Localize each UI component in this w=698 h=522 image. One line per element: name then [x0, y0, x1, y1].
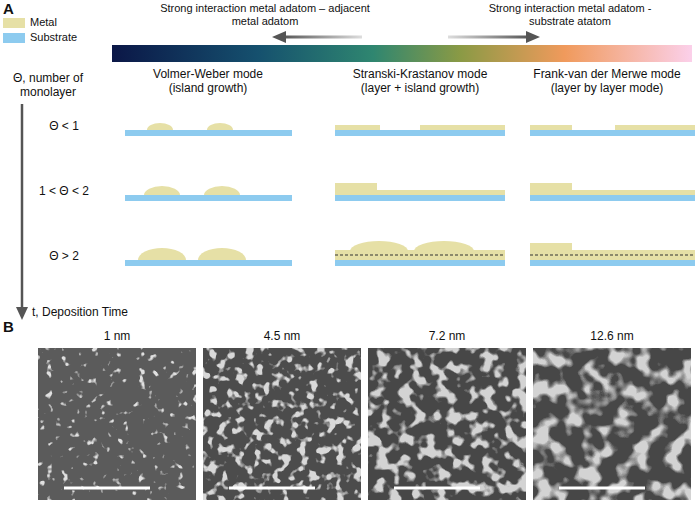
frank-van-der-merwe-illustration-part: [530, 255, 695, 256]
thickness-label: 1 nm: [77, 330, 157, 344]
sem-images-part: [533, 348, 691, 500]
legend-text: Metal: [30, 16, 110, 29]
coverage-label: Θ > 2: [29, 250, 99, 264]
interaction-arrows-part: [272, 31, 286, 43]
legend-swatch: [3, 18, 25, 28]
frank-van-der-merwe-illustration-part: [615, 125, 695, 130]
volmer-weber-illustration: [125, 123, 292, 266]
volmer-weber-illustration-part: [204, 186, 240, 195]
stranski-krastanov-illustration-part: [335, 190, 505, 195]
stranski-krastanov-illustration-part: [420, 125, 505, 130]
gradient-bar: [112, 45, 692, 62]
interaction-arrows-part: [526, 31, 540, 43]
stranski-krastanov-illustration-part: [335, 260, 505, 266]
panel-letter: B: [3, 318, 27, 335]
volmer-weber-illustration-part: [198, 248, 246, 260]
time-arrow-part: [21, 104, 24, 310]
mode-heading: Frank-van der Merwe mode (layer by layer…: [523, 68, 691, 96]
stranski-krastanov-illustration-part: [414, 241, 474, 251]
volmer-weber-illustration-part: [125, 195, 292, 201]
thickness-label: 12.6 nm: [572, 330, 652, 344]
time-arrow: [16, 104, 28, 320]
scale-bars-part: [229, 487, 315, 490]
scale-bars-part: [559, 487, 645, 490]
time-arrow-part: [16, 307, 28, 320]
thickness-label: 4.5 nm: [242, 330, 322, 344]
volmer-weber-illustration-part: [144, 186, 180, 195]
sem-images: [38, 348, 691, 500]
frank-van-der-merwe-illustration-part: [530, 183, 572, 190]
scale-bars-part: [394, 487, 480, 490]
volmer-weber-illustration-part: [138, 248, 186, 260]
stranski-krastanov-illustration-part: [335, 195, 505, 201]
frank-van-der-merwe-illustration-part: [530, 250, 695, 260]
scale-bars-part: [64, 487, 150, 490]
sem-images-part: [368, 348, 526, 500]
mode-heading: Volmer-Weber mode (island growth): [144, 68, 272, 96]
interaction-arrows-part: [282, 36, 362, 39]
volmer-weber-illustration-part: [125, 130, 292, 136]
panel-letter: A: [3, 0, 27, 17]
stranski-krastanov-illustration-part: [335, 255, 505, 256]
volmer-weber-illustration-part: [207, 123, 233, 130]
interaction-note: Strong interaction metal adatom – adjace…: [160, 2, 370, 27]
sem-images-part: [203, 348, 361, 500]
interaction-note: Strong interaction metal adatom - substr…: [470, 2, 670, 27]
mode-heading: Stranski-Krastanov mode (layer + island …: [338, 68, 503, 96]
frank-van-der-merwe-illustration-part: [530, 243, 572, 250]
frank-van-der-merwe-illustration: [530, 125, 695, 266]
frank-van-der-merwe-illustration-part: [530, 260, 695, 266]
axis-title: Θ, number of monolayer: [2, 72, 94, 100]
coverage-label: Θ < 1: [29, 120, 99, 134]
frank-van-der-merwe-illustration-part: [530, 195, 695, 201]
stranski-krastanov-illustration: [335, 125, 505, 266]
coverage-label: 1 < Θ < 2: [29, 185, 99, 199]
stranski-krastanov-illustration-part: [350, 241, 408, 251]
volmer-weber-illustration-part: [147, 123, 173, 130]
stranski-krastanov-illustration-part: [335, 250, 505, 260]
frank-van-der-merwe-illustration-part: [530, 190, 695, 195]
frank-van-der-merwe-illustration-part: [530, 125, 572, 130]
volmer-weber-illustration-part: [125, 260, 292, 266]
stranski-krastanov-illustration-part: [335, 183, 377, 190]
thickness-label: 7.2 nm: [407, 330, 487, 344]
interaction-arrows: [272, 31, 540, 43]
legend-text: Substrate: [30, 31, 110, 44]
sem-images-part: [38, 348, 196, 500]
interaction-arrows-part: [448, 36, 530, 39]
stranski-krastanov-illustration-part: [335, 125, 380, 130]
frank-van-der-merwe-illustration-part: [530, 130, 695, 136]
stranski-krastanov-illustration-part: [335, 130, 505, 136]
legend-swatch: [3, 33, 25, 43]
scale-bars: [64, 487, 645, 490]
axis-title: t, Deposition Time: [32, 306, 192, 320]
